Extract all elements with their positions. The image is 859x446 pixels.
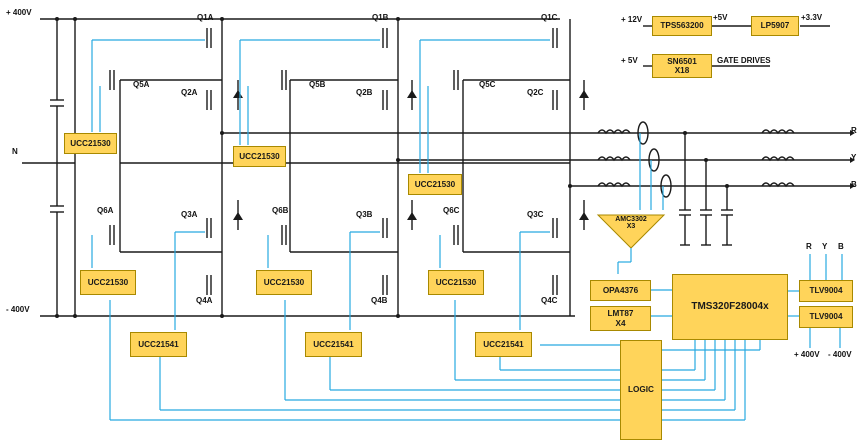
q3c-label: Q3C — [527, 210, 544, 219]
q1a-label: Q1A — [197, 13, 214, 22]
ucc21530-driver-a-top: UCC21530 — [64, 133, 117, 154]
in-12v-label: + 12V — [621, 15, 643, 24]
lp5907-box: LP5907 — [751, 16, 799, 36]
supply-pos-label: + 400V — [794, 350, 820, 359]
ucc21530-driver-c-bottom: UCC21530 — [428, 270, 484, 295]
q6c-label: Q6C — [443, 206, 460, 215]
supply-neg-label: - 400V — [828, 350, 852, 359]
pos-rail-label: + 400V — [6, 8, 32, 17]
tlv9004-top-box: TLV9004 — [799, 280, 853, 302]
q1c-label: Q1C — [541, 13, 558, 22]
q6b-label: Q6B — [272, 206, 289, 215]
q6a-label: Q6A — [97, 206, 114, 215]
q5a-label: Q5A — [133, 80, 150, 89]
q1b-label: Q1B — [372, 13, 389, 22]
mcu-box: TMS320F28004x — [672, 274, 788, 340]
q4c-label: Q4C — [541, 296, 558, 305]
ucc21530-driver-c-top: UCC21530 — [408, 174, 462, 195]
opa4376-box: OPA4376 — [590, 280, 651, 301]
q4b-label: Q4B — [371, 296, 388, 305]
q3a-label: Q3A — [181, 210, 198, 219]
output-y-label: Y — [851, 153, 857, 162]
q2c-label: Q2C — [527, 88, 544, 97]
q2b-label: Q2B — [356, 88, 373, 97]
output-b-label: B — [851, 180, 857, 189]
logic-box: LOGIC — [620, 340, 662, 440]
in-5v-label: + 5V — [621, 56, 638, 65]
tlv-input-r-label: R — [806, 242, 812, 251]
tps563200-box: TPS563200 — [652, 16, 712, 36]
tlv-input-b-label: B — [838, 242, 844, 251]
q4a-label: Q4A — [196, 296, 213, 305]
ucc21541-driver-c: UCC21541 — [475, 332, 532, 357]
ucc21530-driver-b-bottom: UCC21530 — [256, 270, 312, 295]
gate-drives-label: GATE DRIVES — [717, 56, 771, 65]
q5c-label: Q5C — [479, 80, 496, 89]
ucc21530-driver-a-bottom: UCC21530 — [80, 270, 136, 295]
tlv-input-y-label: Y — [822, 242, 828, 251]
q2a-label: Q2A — [181, 88, 198, 97]
p3v3-label: +3.3V — [801, 13, 823, 22]
q5b-label: Q5B — [309, 80, 326, 89]
output-r-label: R — [851, 126, 857, 135]
ucc21541-driver-a: UCC21541 — [130, 332, 187, 357]
tlv9004-bottom-box: TLV9004 — [799, 306, 853, 328]
p5v-label: +5V — [713, 13, 728, 22]
q3b-label: Q3B — [356, 210, 373, 219]
neg-rail-label: - 400V — [6, 305, 30, 314]
ucc21530-driver-b-top: UCC21530 — [233, 146, 286, 167]
ucc21541-driver-b: UCC21541 — [305, 332, 362, 357]
neutral-label: N — [12, 147, 18, 156]
